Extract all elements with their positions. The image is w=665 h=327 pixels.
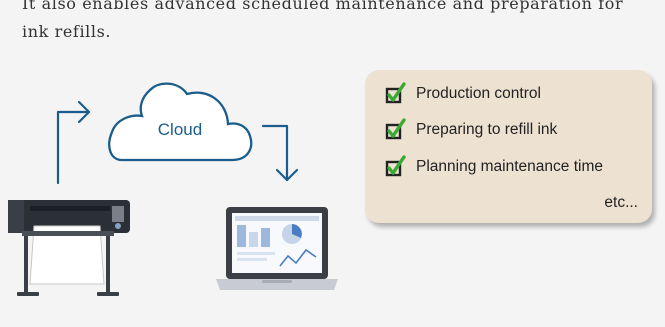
intro-line-2: ink refills. (22, 22, 112, 41)
intro-line-1: It also enables advanced scheduled maint… (22, 0, 624, 13)
cloud-icon (108, 82, 253, 162)
download-arrow-icon (261, 124, 299, 182)
feature-label: Preparing to refill ink (416, 121, 558, 138)
checkbox-checked-icon (385, 155, 407, 179)
cloud-label: Cloud (157, 120, 203, 139)
laptop-icon (216, 207, 338, 290)
checkbox-checked-icon (385, 118, 407, 142)
printer-icon (8, 200, 130, 296)
upload-arrow-icon (56, 100, 91, 185)
feature-item-refill-ink: Preparing to refill ink (385, 118, 557, 142)
feature-label: Planning maintenance time (416, 158, 603, 175)
intro-text: It also enables advanced scheduled maint… (22, 0, 662, 46)
feature-list-box: Production control Preparing to refill i… (365, 70, 652, 223)
etc-label: etc... (604, 194, 638, 211)
feature-item-maintenance-time: Planning maintenance time (385, 155, 603, 179)
feature-label: Production control (416, 85, 541, 102)
checkbox-checked-icon (385, 82, 407, 106)
feature-item-production-control: Production control (385, 82, 541, 106)
